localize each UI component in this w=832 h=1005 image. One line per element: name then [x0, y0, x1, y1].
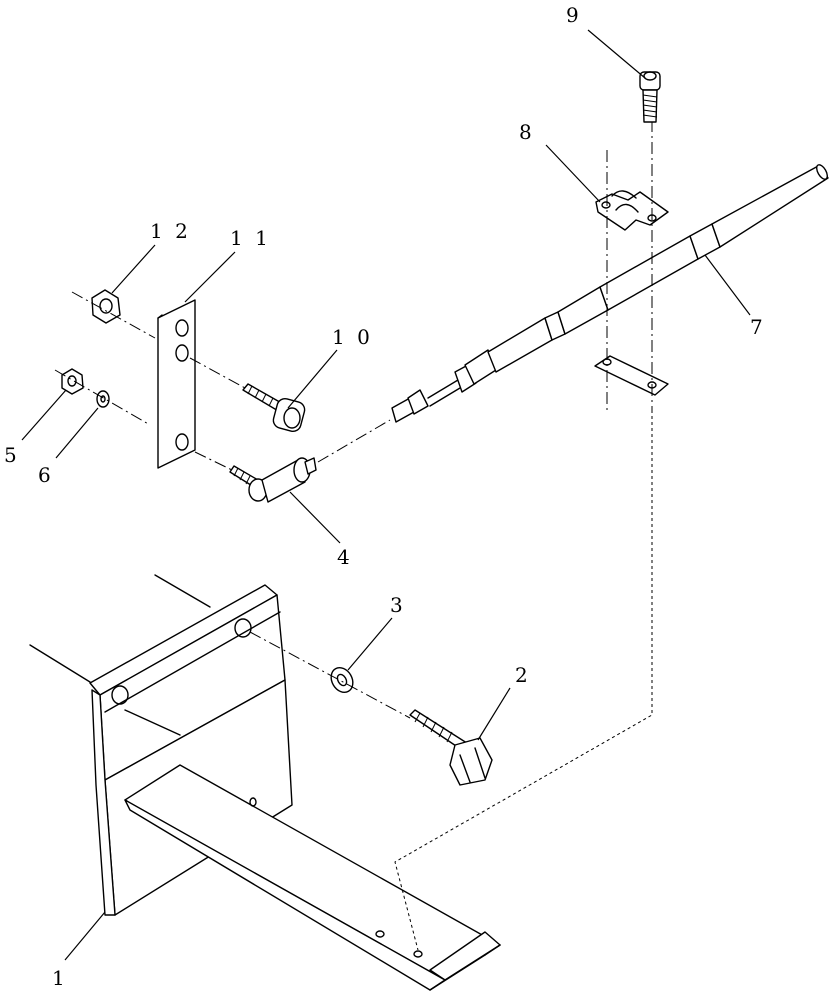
callout-6: 6: [38, 463, 54, 487]
part-9-socket-screw: [639, 71, 661, 123]
callout-1: 1: [52, 966, 68, 990]
centerline-cable: [317, 419, 391, 463]
clamp-lower-plate: [594, 355, 669, 396]
part-4-ball-joint: [229, 457, 317, 503]
part-5-nut: [61, 368, 84, 395]
part-10-socket-bolt: [242, 383, 306, 433]
callout-3: 3: [390, 593, 406, 617]
callout-4: 4: [337, 545, 353, 569]
part-6-washer: [96, 390, 110, 408]
callout-8: 8: [519, 120, 535, 144]
callout-5: 5: [4, 443, 20, 467]
part-7-cable: [391, 164, 829, 423]
centerline-bolt-10: [189, 357, 246, 389]
callout-12: 1 2: [150, 219, 191, 243]
part-11-plate: [157, 299, 196, 469]
centerline-route: [394, 410, 653, 951]
centerline-nut-12: [71, 291, 156, 339]
callout-9: 9: [566, 3, 582, 27]
centerline-ball-joint: [194, 451, 233, 471]
centerline-bolt-2: [249, 631, 411, 719]
callout-2: 2: [515, 663, 531, 687]
callout-10: 1 0: [332, 325, 373, 349]
centerline-nut-5: [54, 369, 151, 426]
part-1-bracket: [29, 574, 501, 991]
part-8-clamp: [595, 190, 669, 231]
callout-11: 1 1: [230, 226, 271, 250]
part-2-hex-bolt: [409, 709, 493, 786]
part-12-nut: [91, 289, 121, 324]
part-3-washer: [330, 666, 354, 694]
callout-7: 7: [750, 315, 766, 339]
leader-lines: [21, 29, 751, 961]
